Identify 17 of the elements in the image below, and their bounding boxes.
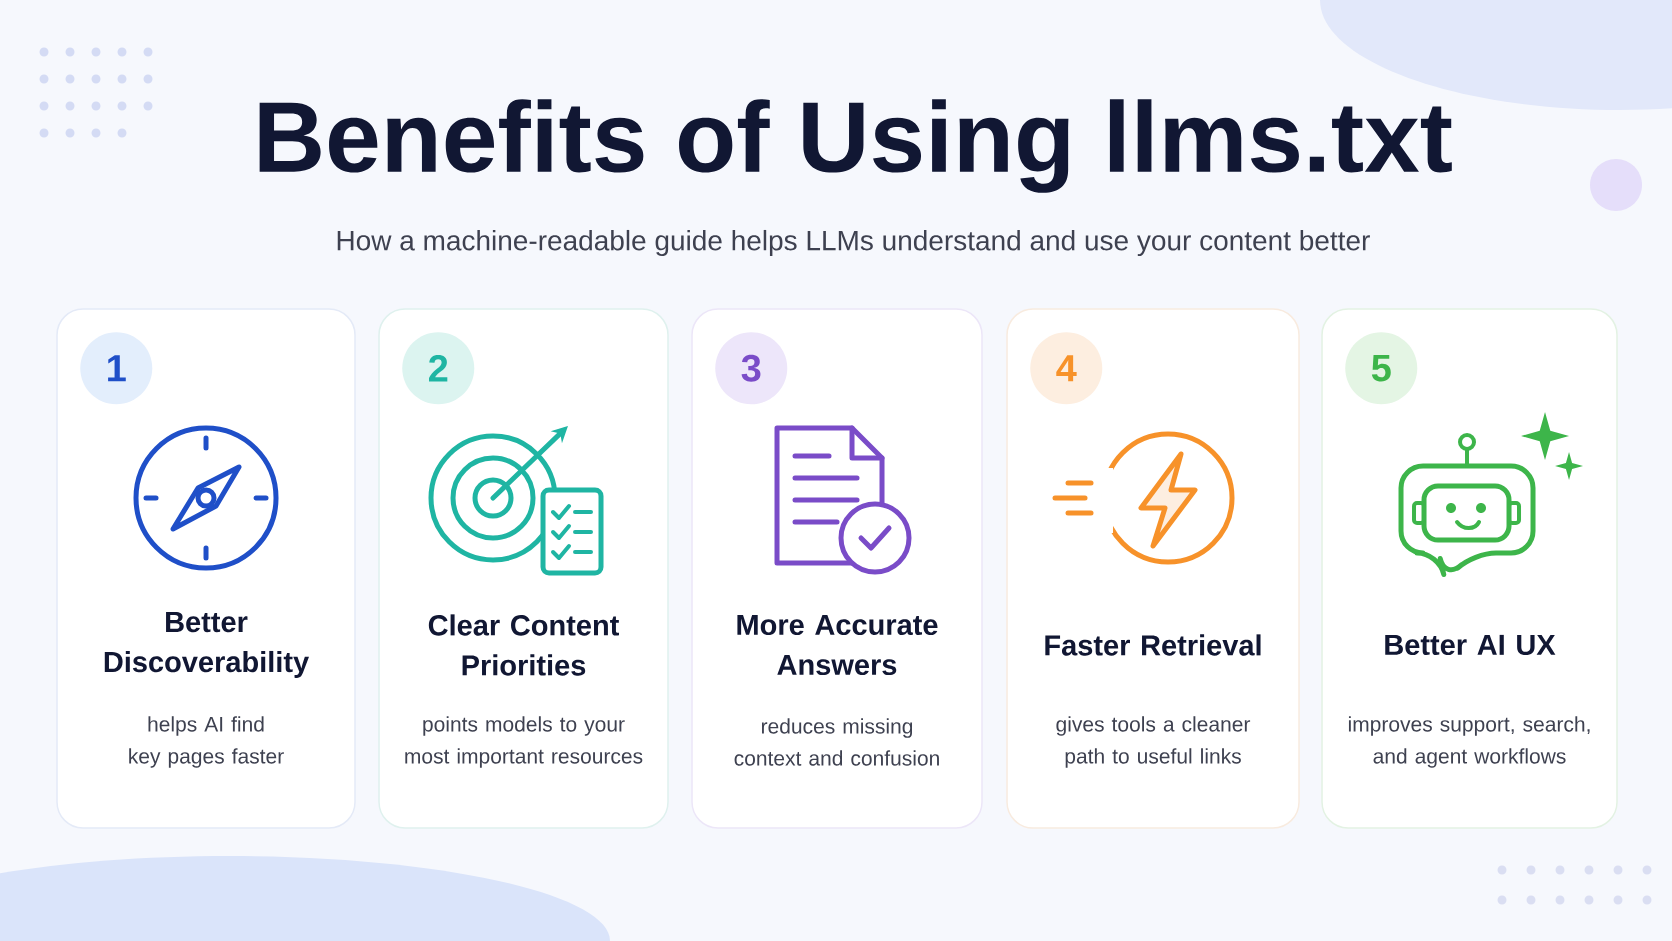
number-badge: 1 [80,332,153,405]
number-badge: 4 [1030,332,1103,405]
title: Benefits of Using llms.txt [259,99,1452,193]
subtitle: How a machine-readable guide helps LLMs understand and use your content better [337,229,1370,257]
card-title: Faster Retrieval [1045,634,1261,656]
card-title: Better Discoverability [104,612,309,678]
card-title: Better AI UX [1385,634,1556,656]
card-description: gives tools a cleaner path to useful links [1056,716,1251,768]
number-badge: 5 [1345,332,1418,405]
number-badge: 3 [715,332,788,405]
card-description: helps AI find key pages faster [129,716,284,768]
card-title: Clear Content Priorities [428,614,619,676]
number-badge: 2 [402,332,475,405]
card-title: More Accurate Answers [737,614,938,676]
card-description: reduces missing context and confusion [734,718,939,766]
card-description: improves support, search, and agent workflows [1348,716,1590,768]
card-description: points models to your most important resources [405,716,643,768]
